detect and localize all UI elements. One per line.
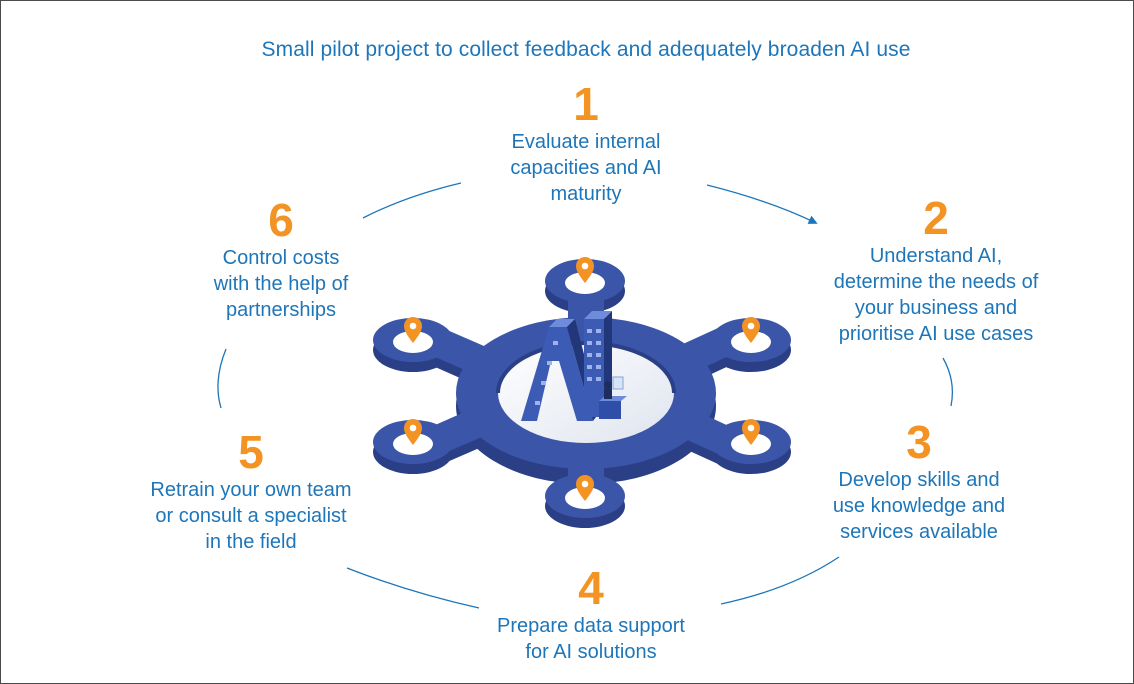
step-number: 1 [573, 78, 599, 130]
location-pin-icon [404, 317, 422, 343]
step-number: 4 [578, 562, 604, 614]
step-number: 2 [923, 192, 949, 244]
arc-1-to-2 [706, 184, 818, 224]
location-pin-icon [404, 419, 422, 445]
arc-2-to-3 [942, 357, 954, 407]
diagram-title: Small pilot project to collect feedback … [261, 38, 911, 61]
ai-letters-graphic [521, 311, 627, 421]
cycle-connectors [217, 182, 954, 609]
arc-6-to-1 [362, 182, 462, 219]
arc-5-to-6 [217, 348, 227, 409]
location-pin-icon [742, 317, 760, 343]
location-pin-icon [576, 475, 594, 501]
central-hub [373, 257, 791, 528]
step-number: 3 [906, 416, 932, 468]
location-pin-icon [576, 257, 594, 283]
step-number: 6 [268, 194, 294, 246]
arc-4-to-5 [346, 567, 480, 609]
arc-3-to-4 [720, 556, 840, 605]
location-pins [404, 257, 760, 501]
location-pin-icon [742, 419, 760, 445]
step-number: 5 [238, 426, 264, 478]
